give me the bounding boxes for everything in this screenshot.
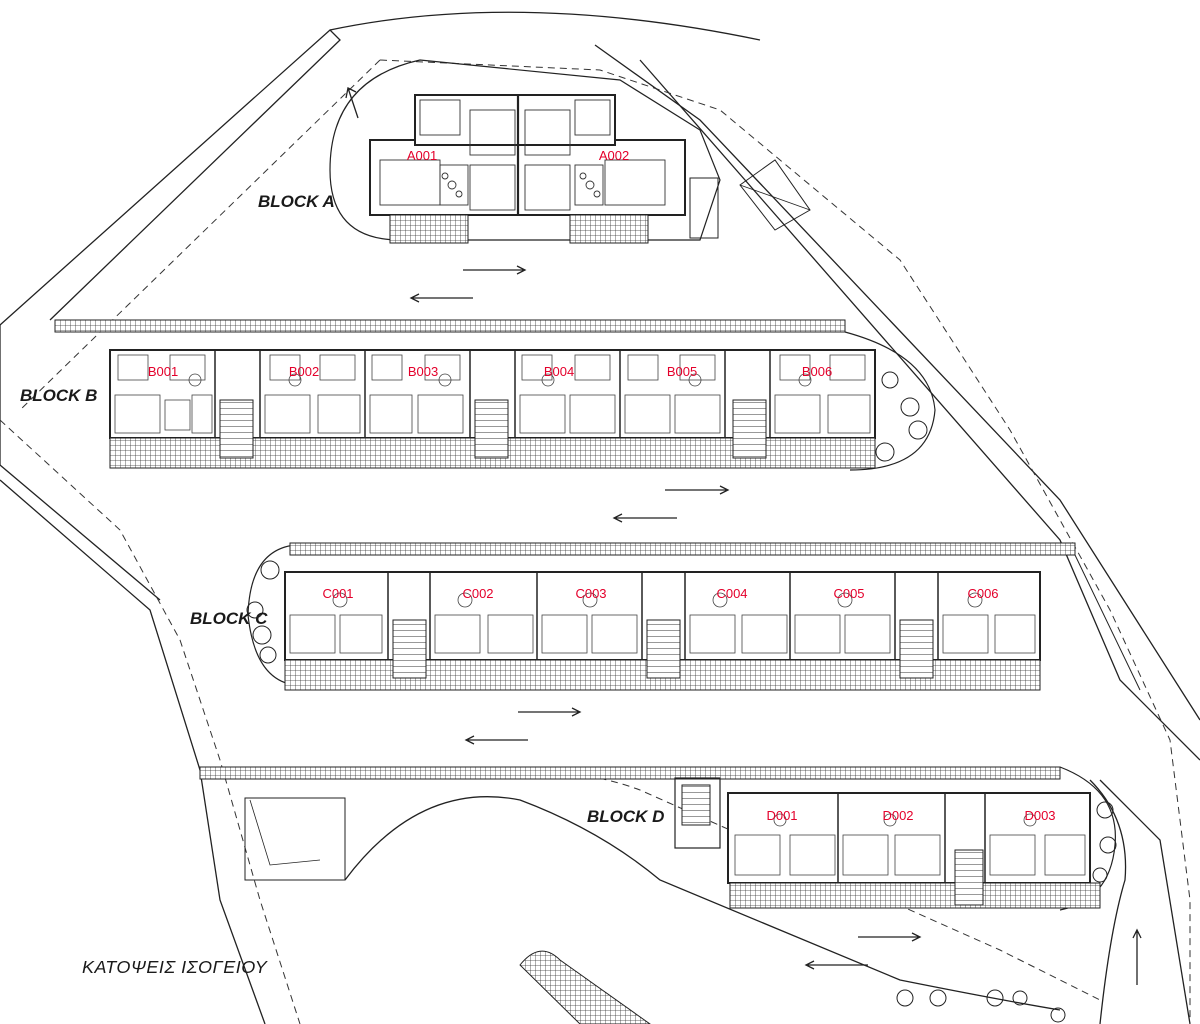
arrow-left-icon xyxy=(612,513,677,523)
unit-label-d002: D002 xyxy=(882,808,913,823)
arrow-right-icon xyxy=(665,485,730,495)
unit-label-c005: C005 xyxy=(833,586,864,601)
unit-label-b006: B006 xyxy=(802,364,832,379)
arrow-right-icon xyxy=(858,932,922,942)
arrow-right-icon xyxy=(463,265,527,275)
unit-label-b001: B001 xyxy=(148,364,178,379)
unit-label-a001: A001 xyxy=(407,148,437,163)
unit-label-c004: C004 xyxy=(716,586,747,601)
block-d-label: BLOCK D xyxy=(587,807,664,826)
unit-label-c006: C006 xyxy=(967,586,998,601)
block-d: D001 D002 D003 xyxy=(199,766,1117,1024)
block-c-label: BLOCK C xyxy=(190,609,268,628)
arrow-right-icon xyxy=(518,707,582,717)
arrow-left-icon xyxy=(345,87,359,119)
unit-label-b005: B005 xyxy=(667,364,697,379)
unit-label-d003: D003 xyxy=(1024,808,1055,823)
plan-title: ΚΑΤΟΨΕΙΣ ΙΣΟΓΕΙΟΥ xyxy=(82,957,269,977)
unit-label-a002: A002 xyxy=(599,148,629,163)
unit-label-c001: C001 xyxy=(322,586,353,601)
block-a-label: BLOCK A xyxy=(258,192,335,211)
block-b-label: BLOCK B xyxy=(20,386,97,405)
traffic-arrows xyxy=(345,87,1142,985)
block-b: B001 B002 B003 B004 B005 B006 xyxy=(54,319,936,471)
block-c: C001 C002 C003 C004 C005 C006 xyxy=(246,542,1141,691)
arrow-left-icon xyxy=(409,293,473,303)
arrow-left-icon xyxy=(464,735,528,745)
unit-label-b003: B003 xyxy=(408,364,438,379)
arrow-up-icon xyxy=(1132,928,1142,985)
block-a: A001 A002 xyxy=(329,59,811,244)
unit-label-c002: C002 xyxy=(462,586,493,601)
unit-label-b002: B002 xyxy=(289,364,319,379)
unit-label-d001: D001 xyxy=(766,808,797,823)
arrow-left-icon xyxy=(804,960,868,970)
unit-label-b004: B004 xyxy=(544,364,574,379)
unit-label-c003: C003 xyxy=(575,586,606,601)
